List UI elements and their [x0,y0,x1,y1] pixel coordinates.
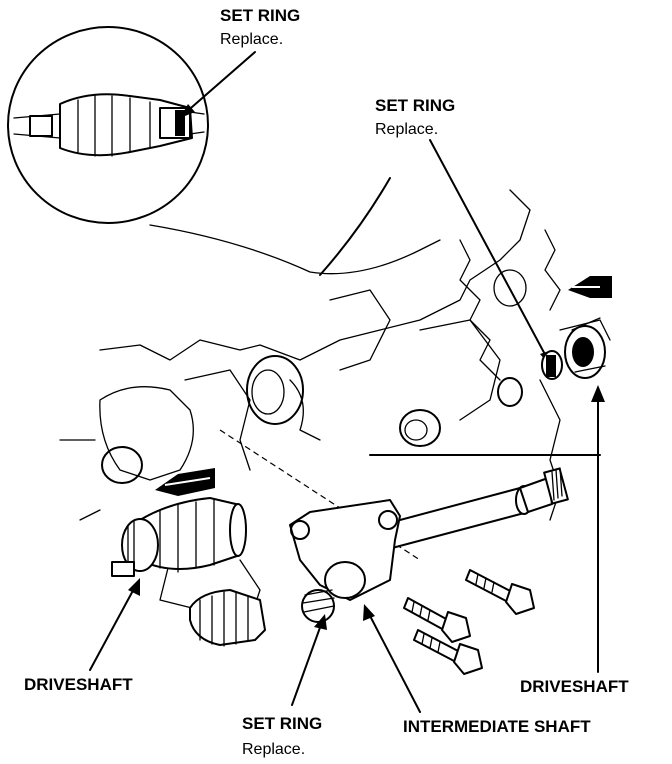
left-driveshaft-pointer [89,578,140,671]
right-direction-arrow [568,276,612,298]
transmission-housing [59,177,611,621]
bracket-bolt-3 [413,629,483,675]
left-direction-arrow [155,468,215,496]
left-driveshaft-label: DRIVESHAFT [24,675,133,694]
inset-shaft [13,93,205,157]
bracket-bolt-2 [403,597,471,643]
inset-set-ring-note: Replace. [220,31,283,48]
intermediate-shaft-label: INTERMEDIATE SHAFT [403,717,591,736]
bracket-bolt-1 [465,569,535,615]
intermediate-shaft-pointer [363,604,421,713]
right-driveshaft-pointer [591,385,605,673]
bottom-set-ring-title: SET RING [242,714,322,733]
right-set-ring-assembly [429,139,606,380]
right-driveshaft-label: DRIVESHAFT [520,677,629,696]
bottom-set-ring-pointer [291,614,327,706]
inset-detail [7,26,256,224]
inset-set-ring-title: SET RING [220,6,300,25]
right-set-ring-note: Replace. [375,121,438,138]
right-set-ring-title: SET RING [375,96,455,115]
left-driveshaft [111,497,266,647]
intermediate-shaft [289,467,569,623]
bottom-set-ring-note: Replace. [242,741,305,758]
inset-set-ring-pointer [180,51,256,118]
